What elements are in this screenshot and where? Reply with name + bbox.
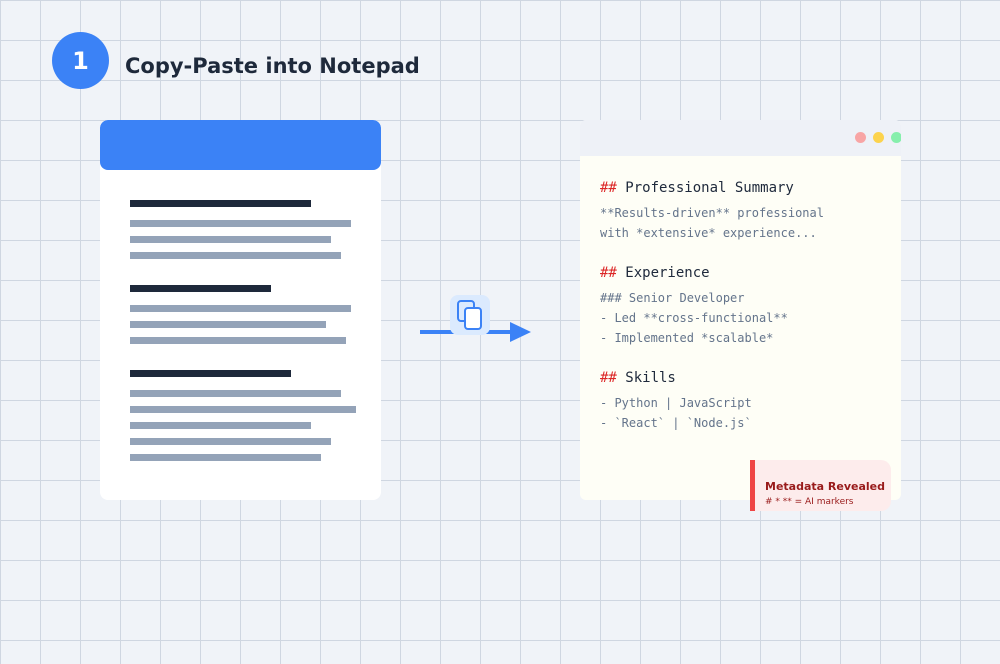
step-title: Copy-Paste into Notepad bbox=[125, 54, 420, 78]
md-heading-professional-summary: ## Professional Summary bbox=[600, 180, 794, 196]
md-line: - `React` | `Node.js` bbox=[600, 416, 752, 430]
callout-subtitle: # * ** = AI markers bbox=[765, 497, 854, 507]
copy-icon bbox=[450, 295, 490, 335]
source-document-card bbox=[100, 120, 381, 500]
md-line: - Python | JavaScript bbox=[600, 396, 752, 410]
document-text-line-bar bbox=[130, 454, 321, 461]
document-heading-bar bbox=[130, 370, 291, 377]
document-text-line-bar bbox=[130, 422, 311, 429]
notepad-titlebar bbox=[580, 120, 901, 156]
md-line: **Results-driven** professional bbox=[600, 206, 824, 220]
maximize-dot-icon[interactable] bbox=[891, 132, 901, 143]
document-text-line-bar bbox=[130, 390, 341, 397]
md-heading-experience: ## Experience bbox=[600, 265, 710, 281]
arrow-right-icon bbox=[510, 322, 531, 342]
minimize-dot-icon[interactable] bbox=[873, 132, 884, 143]
md-line: ### Senior Developer bbox=[600, 291, 745, 305]
document-text-line-bar bbox=[130, 252, 341, 259]
heading-text: Professional Summary bbox=[616, 180, 794, 196]
notepad-window: ## Professional Summary **Results-driven… bbox=[580, 120, 901, 500]
document-header-bar bbox=[100, 120, 381, 170]
callout-title: Metadata Revealed bbox=[765, 480, 885, 493]
md-heading-skills: ## Skills bbox=[600, 370, 676, 386]
document-text-line-bar bbox=[130, 337, 346, 344]
md-line: - Implemented *scalable* bbox=[600, 331, 774, 345]
markdown-hash-marker: ## bbox=[600, 180, 617, 196]
metadata-revealed-callout: Metadata Revealed # * ** = AI markers bbox=[750, 460, 891, 511]
document-text-line-bar bbox=[130, 406, 356, 413]
heading-text: Experience bbox=[616, 265, 710, 281]
document-heading-bar bbox=[130, 200, 311, 207]
document-text-line-bar bbox=[130, 321, 326, 328]
step-number-badge: 1 bbox=[52, 32, 109, 89]
document-text-line-bar bbox=[130, 236, 331, 243]
document-heading-bar bbox=[130, 285, 271, 292]
document-text-line-bar bbox=[130, 305, 351, 312]
close-dot-icon[interactable] bbox=[855, 132, 866, 143]
markdown-hash-marker: ## bbox=[600, 265, 617, 281]
md-line: with *extensive* experience... bbox=[600, 226, 817, 240]
document-text-line-bar bbox=[130, 220, 351, 227]
document-text-line-bar bbox=[130, 438, 331, 445]
markdown-hash-marker: ## bbox=[600, 370, 617, 386]
md-line: - Led **cross-functional** bbox=[600, 311, 788, 325]
heading-text: Skills bbox=[616, 370, 676, 386]
